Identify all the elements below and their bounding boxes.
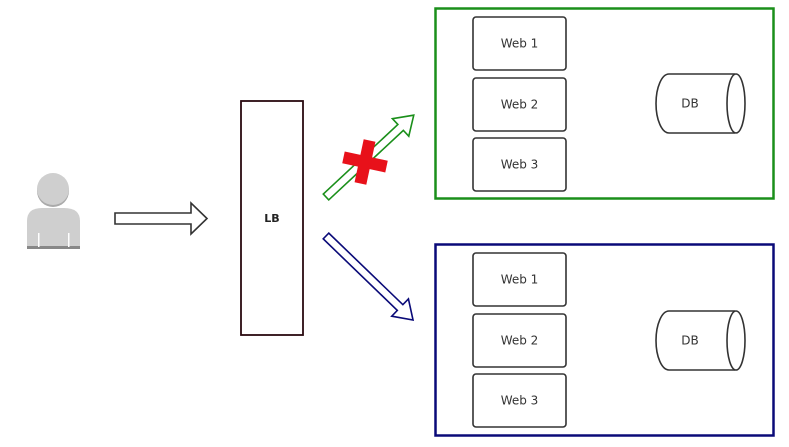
- server-group-2: Web 1 Web 2 Web 3 DB: [434, 243, 775, 437]
- web-server-box: [472, 77, 567, 132]
- red-cross-icon: [342, 139, 388, 185]
- arrow-user-to-lb: [114, 201, 209, 236]
- arrow-lb-to-group-2: [322, 231, 415, 322]
- database-cylinder-icon: DB: [655, 310, 746, 371]
- db-label: DB: [681, 334, 698, 348]
- web-server-box: [472, 16, 567, 71]
- user-icon: [27, 173, 80, 249]
- web-server-label: Web 2: [501, 98, 539, 112]
- web-server-label: Web 1: [501, 37, 539, 51]
- web-server-label: Web 3: [501, 394, 539, 408]
- server-group-1: Web 1 Web 2 Web 3 DB: [434, 7, 775, 200]
- web-server-label: Web 2: [501, 334, 539, 348]
- db-label: DB: [681, 97, 698, 111]
- database-cylinder-icon: DB: [655, 73, 746, 134]
- web-server-box: [472, 313, 567, 368]
- web-server-box: [472, 252, 567, 307]
- load-balancer: LB: [240, 100, 304, 336]
- web-server-box: [472, 137, 567, 192]
- lb-label: LB: [264, 212, 279, 225]
- web-server-box: [472, 373, 567, 428]
- web-server-label: Web 3: [501, 158, 539, 172]
- web-server-label: Web 1: [501, 273, 539, 287]
